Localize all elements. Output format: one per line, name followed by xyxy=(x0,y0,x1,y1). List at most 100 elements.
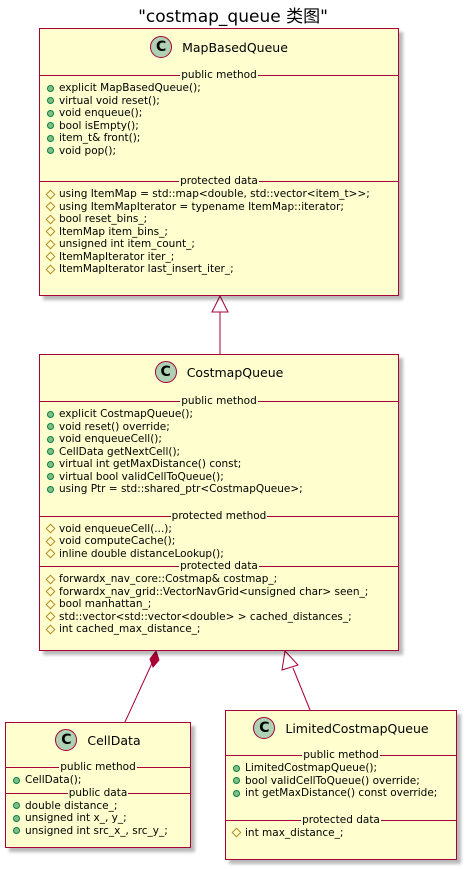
member-row: void enqueueCell(); xyxy=(46,433,392,446)
member-row: inline double distanceLookup(); xyxy=(45,548,392,561)
protected-visibility-icon xyxy=(45,586,56,597)
class-mapbasedqueue[interactable]: C MapBasedQueue public method explicit M… xyxy=(39,28,399,296)
section-public-data: public data double distance_; unsigned i… xyxy=(6,786,190,838)
member-row: virtual int getMaxDistance() const; xyxy=(46,458,392,471)
public-visibility-icon xyxy=(47,134,54,142)
section-public-method: public method explicit MapBasedQueue(); … xyxy=(40,69,398,158)
public-visibility-icon xyxy=(47,460,54,468)
public-visibility-icon xyxy=(47,435,54,443)
public-visibility-icon xyxy=(47,97,54,105)
public-visibility-icon xyxy=(47,448,54,456)
class-c-icon: C xyxy=(154,361,177,383)
member-row: int max_distance_; xyxy=(231,827,450,840)
inheritance-arrow-limited xyxy=(281,649,299,671)
inheritance-line-limited xyxy=(292,667,311,711)
protected-visibility-icon xyxy=(45,611,56,622)
class-header: C MapBasedQueue xyxy=(40,29,398,65)
class-limitedcostmapqueue[interactable]: C LimitedCostmapQueue public method Limi… xyxy=(225,710,457,860)
section-title: public method xyxy=(302,749,380,761)
member-row: CellData(); xyxy=(12,774,184,787)
protected-visibility-icon xyxy=(45,574,56,585)
member-row: forwardx_nav_grid::VectorNavGrid<unsigne… xyxy=(45,586,392,599)
member-row: bool reset_bins_; xyxy=(45,213,392,226)
protected-visibility-icon xyxy=(45,548,56,559)
member-row: item_t& front(); xyxy=(46,132,392,145)
public-visibility-icon xyxy=(47,473,54,481)
member-row: unsigned int item_count_; xyxy=(45,238,392,251)
member-row: int getMaxDistance() const override; xyxy=(232,787,450,800)
class-name: MapBasedQueue xyxy=(182,39,288,55)
member-row: forwardx_nav_core::Costmap& costmap_; xyxy=(45,573,392,586)
public-visibility-icon xyxy=(47,122,54,130)
section-protected-data: protected data forwardx_nav_core::Costma… xyxy=(40,560,398,636)
member-row: unsigned int src_x_, src_y_; xyxy=(12,825,184,838)
class-name: CostmapQueue xyxy=(186,364,284,380)
protected-visibility-icon xyxy=(45,264,56,275)
section-title: public data xyxy=(67,786,129,799)
member-row: std::vector<std::vector<double> > cached… xyxy=(45,611,392,624)
member-row: bool manhattan_; xyxy=(45,598,392,611)
public-visibility-icon xyxy=(13,776,20,784)
section-public-method: public method CellData(); xyxy=(6,761,190,787)
protected-visibility-icon xyxy=(45,189,56,200)
member-row: void enqueue(); xyxy=(46,107,392,120)
class-c-icon: C xyxy=(55,729,78,751)
protected-visibility-icon xyxy=(45,214,56,225)
section-title: public method xyxy=(180,395,258,407)
class-header: C CellData xyxy=(6,723,190,757)
member-row: ItemMapIterator last_insert_iter_; xyxy=(45,263,392,276)
section-public-method: public method LimitedCostmapQueue(); boo… xyxy=(226,749,456,800)
member-row: using ItemMap = std::map<double, std::ve… xyxy=(45,188,392,201)
class-header: C LimitedCostmapQueue xyxy=(226,711,456,745)
public-visibility-icon xyxy=(233,777,240,785)
class-c-icon: C xyxy=(150,36,173,58)
member-row: void reset() override; xyxy=(46,421,392,434)
member-row: ItemMapIterator iter_; xyxy=(45,251,392,264)
public-visibility-icon xyxy=(47,84,54,92)
protected-visibility-icon xyxy=(45,239,56,250)
section-title: protected method xyxy=(170,509,268,522)
section-title: public method xyxy=(59,761,137,773)
class-name: LimitedCostmapQueue xyxy=(285,720,429,736)
member-row: void pop(); xyxy=(46,145,392,158)
member-row: int cached_max_distance_; xyxy=(45,623,392,636)
section-title: protected data xyxy=(179,560,259,572)
member-row: ItemMap item_bins_; xyxy=(45,226,392,239)
member-row: double distance_; xyxy=(12,800,184,813)
member-row: virtual void reset(); xyxy=(46,95,392,108)
member-row: void computeCache(); xyxy=(45,535,392,548)
class-costmapqueue[interactable]: C CostmapQueue public method explicit Co… xyxy=(39,354,399,651)
member-row: CellData getNextCell(); xyxy=(46,446,392,459)
public-visibility-icon xyxy=(47,485,54,493)
protected-visibility-icon xyxy=(45,201,56,212)
composition-line-celldata xyxy=(124,660,154,723)
protected-visibility-icon xyxy=(45,624,56,635)
class-name: CellData xyxy=(87,732,141,748)
member-row: bool validCellToQueue() override; xyxy=(232,775,450,788)
protected-visibility-icon xyxy=(45,536,56,547)
public-visibility-icon xyxy=(13,802,20,810)
section-title: public method xyxy=(180,69,258,81)
diagram-title: "costmap_queue 类图" xyxy=(138,7,328,27)
public-visibility-icon xyxy=(13,814,20,822)
class-celldata[interactable]: C CellData public method CellData(); pub… xyxy=(5,722,191,848)
section-protected-data: protected data using ItemMap = std::map<… xyxy=(40,175,398,276)
member-row: using Ptr = std::shared_ptr<CostmapQueue… xyxy=(46,483,392,496)
protected-visibility-icon xyxy=(45,226,56,237)
member-row: using ItemMapIterator = typename ItemMap… xyxy=(45,201,392,214)
protected-visibility-icon xyxy=(231,827,242,838)
protected-visibility-icon xyxy=(45,251,56,262)
class-c-icon: C xyxy=(253,717,276,739)
member-row: virtual bool validCellToQueue(); xyxy=(46,471,392,484)
public-visibility-icon xyxy=(47,410,54,418)
public-visibility-icon xyxy=(47,423,54,431)
public-visibility-icon xyxy=(47,109,54,117)
section-title: protected data xyxy=(301,813,381,826)
member-row: void enqueueCell(...); xyxy=(45,523,392,536)
section-protected-data: protected data int max_distance_; xyxy=(226,813,456,840)
protected-visibility-icon xyxy=(45,599,56,610)
public-visibility-icon xyxy=(233,789,240,797)
member-row: explicit MapBasedQueue(); xyxy=(46,82,392,95)
inheritance-arrow-costmap xyxy=(211,294,229,313)
class-header: C CostmapQueue xyxy=(40,355,398,389)
